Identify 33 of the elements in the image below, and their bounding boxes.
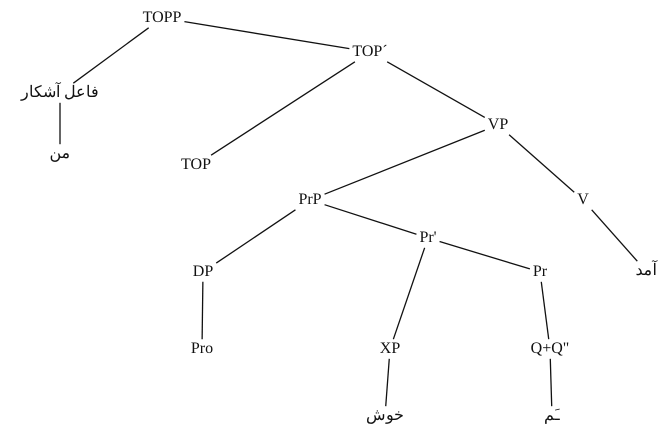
tree-branch (439, 240, 530, 270)
tree-branch (184, 21, 350, 50)
tree-branch (216, 209, 296, 264)
tree-node-label: Q+Q" (528, 339, 572, 359)
tree-node-label: Pr' (416, 228, 440, 248)
tree-branch (392, 248, 426, 340)
tree-branch (550, 358, 552, 406)
tree-node-label: DP (190, 262, 216, 282)
tree-node-label: V (574, 190, 592, 210)
tree-node-label: TOPP (140, 8, 184, 28)
tree-branch (508, 134, 575, 193)
tree-branch (386, 61, 486, 118)
tree-branch (324, 130, 486, 195)
tree-branch (324, 204, 417, 235)
tree-node-label: من (46, 144, 74, 164)
tree-branch (385, 358, 390, 406)
tree-node-label: XP (376, 339, 404, 359)
tree-branch (210, 61, 356, 156)
tree-node-label: Pr (530, 262, 550, 282)
tree-node-label: ـَم (541, 406, 563, 426)
tree-node-label: PrP (295, 190, 325, 210)
tree-branch (591, 209, 638, 262)
tree-branch (59, 102, 61, 144)
tree-node-label: فاعل آشکار (18, 83, 102, 103)
tree-node-label: خوش (363, 406, 407, 426)
tree-node-label: آمد (632, 261, 660, 281)
tree-node-label: TOP´ (349, 42, 391, 62)
tree-branch (72, 27, 150, 84)
tree-node-label: VP (484, 115, 512, 135)
tree-branch (540, 282, 550, 340)
tree-branch (201, 282, 204, 340)
tree-node-label: TOP (178, 155, 214, 175)
tree-node-label: Pro (188, 339, 216, 359)
